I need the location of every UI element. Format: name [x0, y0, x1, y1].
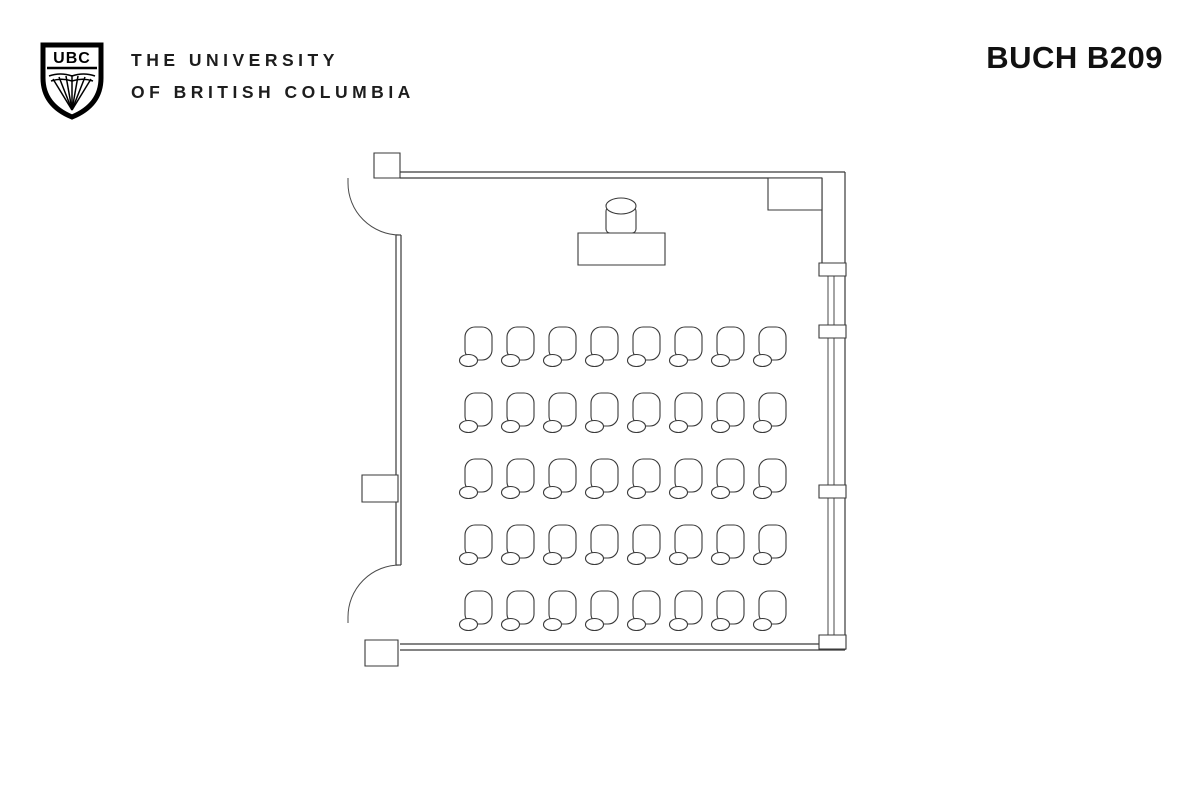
wordmark-line2: OF BRITISH COLUMBIA [131, 82, 415, 102]
door-bottom-left [348, 565, 400, 666]
chair-icon [626, 458, 661, 500]
university-wordmark: THE UNIVERSITY OF BRITISH COLUMBIA [131, 44, 415, 108]
chair-icon [668, 326, 703, 368]
chair-icon [458, 590, 493, 632]
floorplan [340, 145, 860, 675]
chair-icon [458, 326, 493, 368]
crest-rays-icon [52, 75, 92, 111]
chair-icon [626, 524, 661, 566]
chair-icon [500, 458, 535, 500]
chair-icon [458, 392, 493, 434]
chair-icon [584, 392, 619, 434]
chair-icon [500, 392, 535, 434]
chair-icon [710, 326, 745, 368]
chair-icon [752, 590, 787, 632]
chair-icon [668, 458, 703, 500]
chair-icon [752, 326, 787, 368]
chair-icon [542, 590, 577, 632]
chair-icon [584, 326, 619, 368]
wall-box-left [362, 475, 398, 502]
chair-icon [500, 326, 535, 368]
chair-icon [500, 524, 535, 566]
chair-icon [584, 458, 619, 500]
chair-icon [542, 524, 577, 566]
door-top-left [348, 153, 400, 235]
chair-icon [626, 392, 661, 434]
cabinet-top-right [768, 178, 822, 210]
lectern-top [606, 198, 636, 214]
chair-icon [584, 590, 619, 632]
chair-icon [542, 458, 577, 500]
chair-icon [626, 590, 661, 632]
crest-letters: UBC [53, 50, 91, 67]
chair-icon [710, 458, 745, 500]
chair-icon [668, 392, 703, 434]
chair-icon [626, 326, 661, 368]
chair-icon [668, 524, 703, 566]
chair-icon [542, 392, 577, 434]
chair-icon [710, 524, 745, 566]
podium-table [578, 233, 665, 265]
room-title: BUCH B209 [986, 40, 1163, 75]
chair-icon [458, 524, 493, 566]
chair-icon [500, 590, 535, 632]
windows-right [819, 263, 846, 649]
seating-area [458, 326, 787, 632]
chair-icon [710, 392, 745, 434]
ubc-logo: UBC [40, 42, 104, 120]
chair-icon [584, 524, 619, 566]
chair-icon [542, 326, 577, 368]
wordmark-line1: THE UNIVERSITY [131, 50, 339, 70]
chair-icon [752, 458, 787, 500]
chair-icon [752, 524, 787, 566]
chair-icon [668, 590, 703, 632]
chair-icon [752, 392, 787, 434]
lectern-icon [578, 198, 665, 265]
chair-icon [710, 590, 745, 632]
ubc-crest-icon: UBC [40, 42, 104, 120]
chair-icon [458, 458, 493, 500]
